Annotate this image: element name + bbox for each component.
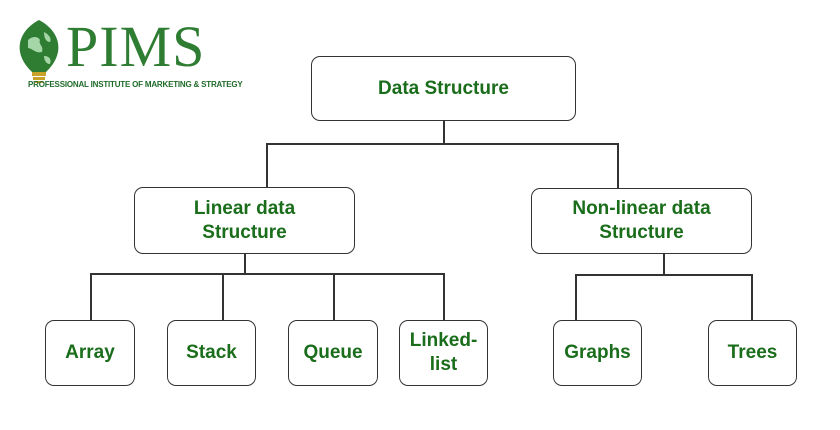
queue-node-label: Queue [303,342,363,363]
logo-wordmark: PIMS [66,14,206,79]
connector [617,143,619,189]
connector [443,120,445,144]
array-node-label: Array [65,342,115,363]
stack-node: Stack [167,320,256,386]
graphs-node-label: Graphs [564,342,631,363]
linear-node-label-line2: Structure [202,221,287,243]
connector [266,143,268,188]
connector [663,253,665,275]
connector [90,273,92,321]
logo-tagline: PROFESSIONAL INSTITUTE OF MARKETING & ST… [28,80,243,89]
root-node-label: Data Structure [378,77,509,99]
pims-logo: PIMS PROFESSIONAL INSTITUTE OF MARKETING… [14,14,254,96]
array-node: Array [45,320,135,386]
connector [751,274,753,321]
connector [333,273,335,321]
nonlinear-node: Non-linear data Structure [531,188,752,254]
globe-lightbulb-icon [19,20,59,83]
linked-list-node-label-line2: list [429,354,458,375]
linear-node-label-line1: Linear data [193,197,296,219]
graphs-node: Graphs [553,320,642,386]
linked-list-node: Linked- list [399,320,488,386]
nonlinear-node-label-line1: Non-linear data [572,198,711,219]
linked-list-node-label-line1: Linked- [409,330,478,351]
linear-node: Linear data Structure [134,187,355,254]
queue-node: Queue [288,320,378,386]
connector [443,273,445,321]
connector [266,143,618,145]
trees-node: Trees [708,320,797,386]
nonlinear-node-label-line2: Structure [599,222,684,243]
root-node: Data Structure [311,56,576,121]
connector [222,273,224,321]
connector [575,274,577,321]
trees-node-label: Trees [727,342,778,363]
connector [575,274,752,276]
stack-node-label: Stack [186,342,237,363]
connector [244,254,246,274]
connector [90,273,445,275]
